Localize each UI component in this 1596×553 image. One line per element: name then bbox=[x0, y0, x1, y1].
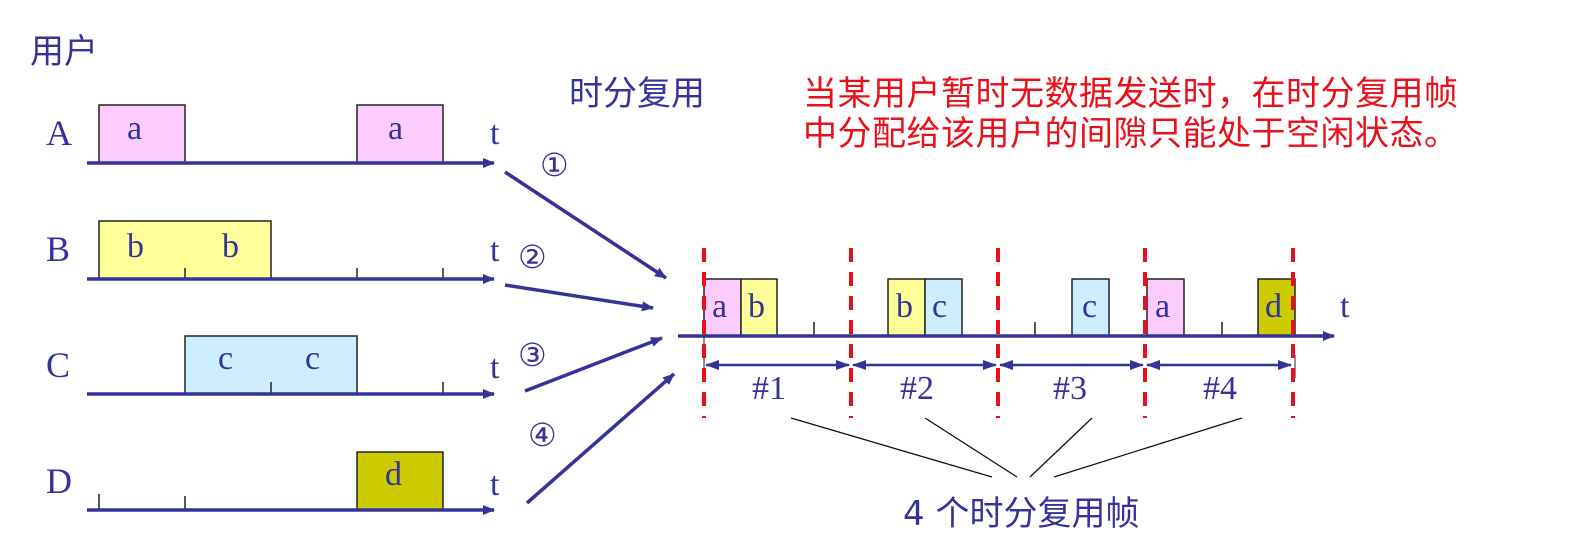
mux-label-b: b bbox=[748, 288, 765, 325]
user-label-d: D bbox=[46, 461, 72, 501]
link-number-3: ③ bbox=[518, 336, 547, 374]
slot-box-a4 bbox=[356, 104, 444, 164]
caption-connector bbox=[1053, 417, 1243, 478]
user-label-b: B bbox=[46, 229, 71, 269]
tdm-heading: 时分复用 bbox=[569, 74, 705, 114]
mux-label-a: a bbox=[712, 288, 728, 325]
caption-connector bbox=[790, 417, 993, 478]
slot-label-b: b bbox=[127, 228, 144, 265]
mux-slot-c bbox=[924, 278, 963, 337]
mux-axis-t-label: t bbox=[1340, 288, 1350, 325]
slot-label-d: d bbox=[385, 456, 402, 493]
mux-label-b: b bbox=[896, 288, 913, 325]
mux-label-c: c bbox=[1082, 288, 1098, 325]
user-d-timeline bbox=[87, 451, 495, 515]
link-number-2: ② bbox=[518, 238, 547, 276]
mux-label-a: a bbox=[1155, 288, 1171, 325]
user-b-timeline bbox=[87, 220, 495, 284]
user-label-a: A bbox=[46, 113, 72, 153]
user-a-timeline bbox=[87, 104, 495, 168]
slot-box-a1 bbox=[98, 104, 186, 164]
slot-label-c: c bbox=[218, 340, 234, 377]
link-number-4: ④ bbox=[528, 416, 557, 454]
axis-t-label-a: t bbox=[490, 115, 500, 152]
user-label-c: C bbox=[46, 345, 71, 385]
axis-t-label-d: t bbox=[490, 466, 500, 503]
users-heading: 用户 bbox=[30, 32, 98, 72]
frames-caption: 4 个时分复用帧 bbox=[903, 494, 1140, 534]
frame-label-3: #3 bbox=[1053, 370, 1087, 407]
mux-slot-a bbox=[1146, 278, 1185, 337]
frame-label-4: #4 bbox=[1203, 370, 1237, 407]
mux-slot-d bbox=[1257, 278, 1296, 337]
mux-label-d: d bbox=[1265, 288, 1282, 325]
link-number-1: ① bbox=[540, 146, 569, 184]
frame-label-1: #1 bbox=[752, 370, 786, 407]
link-arrow-4 bbox=[525, 372, 676, 505]
axis-t-label-c: t bbox=[490, 349, 500, 386]
axis-t-label-b: t bbox=[490, 232, 500, 269]
link-arrows bbox=[504, 170, 676, 505]
link-arrow-3 bbox=[524, 336, 663, 393]
slot-label-c: c bbox=[305, 340, 321, 377]
mux-label-c: c bbox=[932, 288, 948, 325]
caption-connector bbox=[1029, 417, 1093, 478]
mux-stream bbox=[678, 248, 1335, 478]
link-arrow-2 bbox=[504, 283, 654, 312]
link-arrow-1 bbox=[504, 170, 667, 280]
slot-box-d4 bbox=[356, 451, 444, 511]
user-c-timeline bbox=[87, 335, 495, 399]
slot-label-a: a bbox=[388, 110, 404, 147]
note-line-2: 中分配给该用户的间隙只能处于空闲状态。 bbox=[803, 114, 1459, 154]
caption-connector bbox=[924, 417, 1018, 478]
note-line-1: 当某用户暂时无数据发送时，在时分复用帧 bbox=[803, 74, 1459, 114]
slot-label-b: b bbox=[222, 228, 239, 265]
frame-label-2: #2 bbox=[900, 370, 934, 407]
slot-label-a: a bbox=[127, 110, 143, 147]
